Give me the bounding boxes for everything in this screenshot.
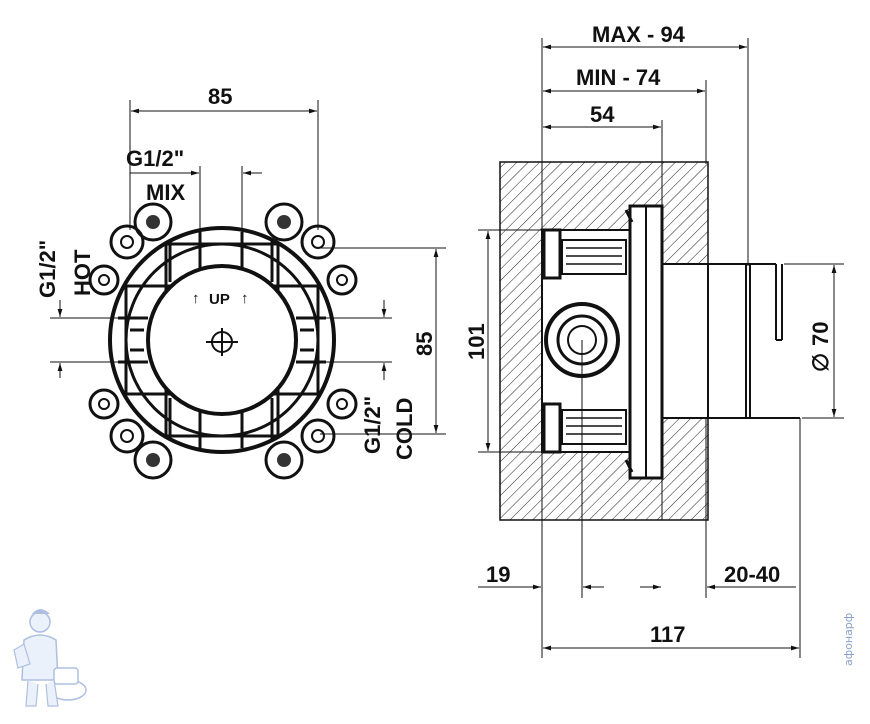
hot-thread-label: G1/2" [35,240,60,298]
plumber-mascot-icon [13,609,87,707]
total-label: 117 [650,622,686,647]
height-label: 85 [412,332,437,356]
mounting-lugs [88,202,358,480]
depth-label: 54 [590,102,615,127]
watermark-text: афонарф [842,613,855,666]
lug-right-low [326,388,358,420]
lug-right-mid [326,264,358,296]
width-label: 85 [208,84,232,109]
offset-dimension: 19 [478,452,604,658]
lug-left-low [88,388,120,420]
lug-right-bottom [300,418,336,454]
lug-bottom-left [133,440,173,480]
hot-label: HOT [70,249,95,296]
side-height-dimension: 101 [464,229,544,453]
up-label-group: ↑ UP ↑ [192,290,249,308]
lug-top-right [264,202,304,242]
cold-thread-dimension: G1/2" COLD [324,300,417,460]
total-dimension: 117 [543,418,801,658]
lug-left-upper [109,224,145,260]
lug-left-mid [88,264,120,296]
svg-text:↑: ↑ [241,290,249,307]
lug-bottom-right [264,440,304,480]
diameter-dimension: ∅ 70 [784,263,844,419]
svg-text:↑: ↑ [192,290,200,307]
max-dimension: MAX - 94 [541,22,749,266]
cover-sleeve [662,263,800,419]
front-view: ↑ UP ↑ 85 G1/2" MIX [35,84,446,480]
height-dimension: 85 [320,247,446,435]
mix-thread-label: G1/2" [126,146,184,171]
diameter-symbol: ∅ [808,353,833,372]
offset-label: 19 [486,562,510,587]
cold-label: COLD [392,398,417,460]
max-label: MAX - 94 [592,22,686,47]
range-label: 20-40 [724,562,780,587]
lug-right-upper [300,224,336,260]
up-label: UP [209,291,230,308]
diameter-label: 70 [808,322,833,346]
valve-body [541,204,664,480]
cold-thread-label: G1/2" [360,396,385,454]
side-view: MAX - 94 MIN - 74 54 101 ∅ 70 [464,22,844,658]
mix-label: MIX [146,180,185,205]
min-label: MIN - 74 [576,65,661,90]
min-dimension: MIN - 74 [543,65,707,164]
lug-top-left [133,202,173,242]
width-dimension: 85 [129,84,319,230]
range-dimension: 20-40 [640,418,796,598]
center-mark [206,328,238,356]
hot-thread-dimension: G1/2" HOT [35,240,120,378]
lug-left-bottom [109,418,145,454]
side-height-label: 101 [464,323,489,360]
mix-thread-dimension: G1/2" MIX [126,146,262,236]
depth-dimension: 54 [543,102,663,520]
body-ribs [118,232,326,448]
